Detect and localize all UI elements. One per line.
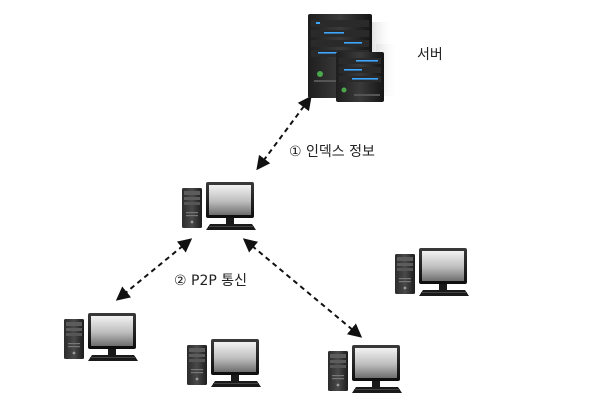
server-label: 서버 [417, 47, 443, 63]
pc-left-icon [64, 313, 138, 361]
index-info-label: ① 인덱스 정보 [289, 144, 375, 160]
p2p-label: ② P2P 통신 [174, 273, 248, 289]
connection-p2p-right [242, 238, 363, 338]
pc-right-icon [395, 248, 469, 296]
server-rack-icon [308, 14, 398, 102]
connection-index-info [256, 95, 312, 171]
hub-pc-icon [182, 182, 256, 230]
pc-bottom-right-icon [328, 345, 402, 393]
connection-lines [115, 95, 363, 338]
pc-bottom-center-icon [187, 339, 261, 387]
connection-p2p-left [115, 238, 193, 301]
